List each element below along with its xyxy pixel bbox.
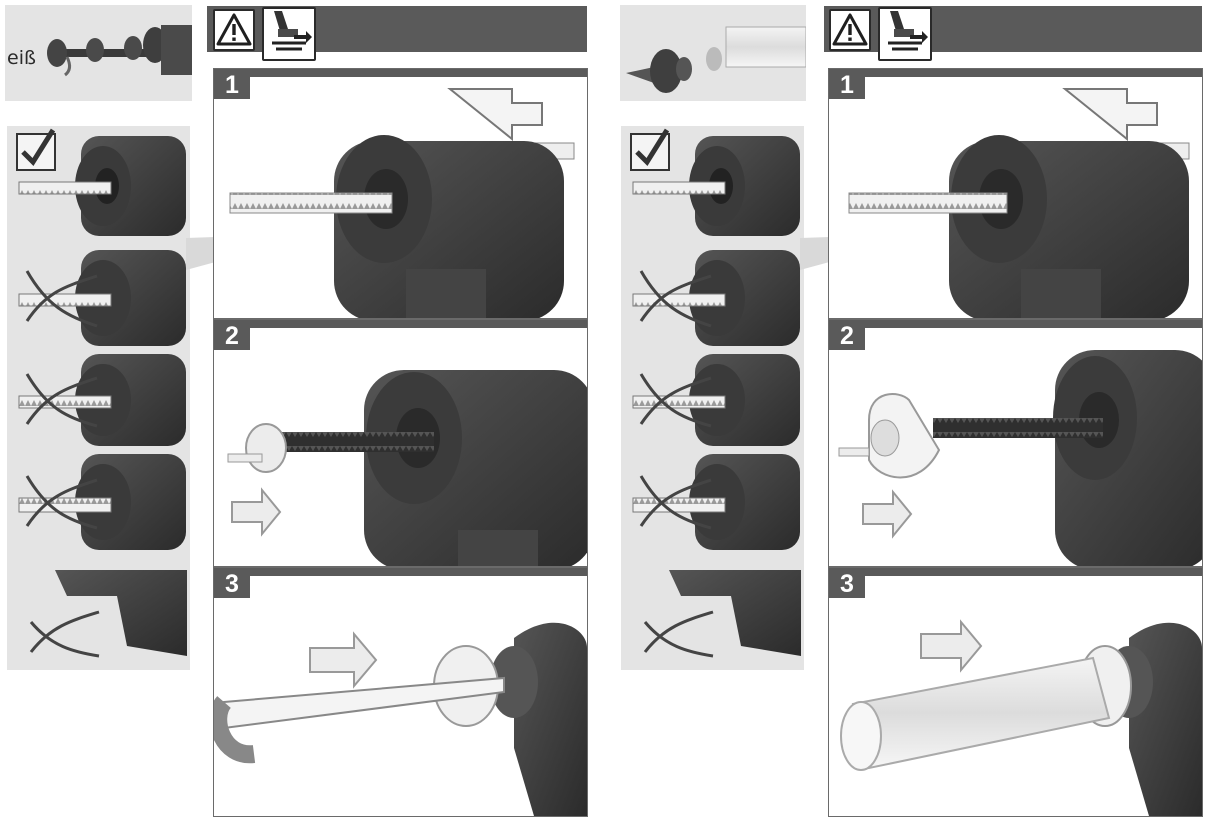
accessory-thumbnail: eiß [5, 5, 192, 101]
step-1-illustration [229, 88, 575, 318]
rack-orientation-examples [630, 128, 801, 658]
step-top-bar [214, 320, 587, 328]
step-2-illustration [838, 350, 1202, 566]
rack-orientation-examples [16, 128, 187, 658]
step-top-bar [829, 568, 1202, 576]
checkbox-checked-icon [630, 128, 670, 171]
step-panel-1: 1 [213, 68, 588, 319]
step-3-illustration [840, 619, 1202, 816]
step-panel-1: 1 [828, 68, 1203, 319]
step-top-bar [214, 69, 587, 77]
fragment-text: eiß [7, 47, 36, 69]
rack-orientation-sidebar [621, 126, 804, 670]
step-panel-3: 3 [213, 567, 588, 817]
rack-orientation-sidebar [7, 126, 190, 670]
warning-triangle-icon [213, 9, 255, 51]
step-panel-2: 2 [213, 319, 588, 567]
step-2-illustration [227, 370, 587, 566]
step-top-bar [214, 568, 587, 576]
unlock-lever-icon [262, 7, 316, 61]
step-number: 2 [214, 320, 250, 350]
step-3-illustration [214, 622, 587, 816]
cartridge-holder-thumbnail-illustration [47, 25, 192, 77]
step-number: 1 [829, 69, 865, 99]
unlock-lever-icon [878, 7, 932, 61]
checkbox-checked-icon [16, 128, 56, 171]
step-panel-3: 3 [828, 567, 1203, 817]
step-top-bar [829, 69, 1202, 77]
step-number: 1 [214, 69, 250, 99]
warning-triangle-icon [829, 9, 871, 51]
step-top-bar [829, 320, 1202, 328]
step-number: 3 [214, 568, 250, 598]
accessory-thumbnail [620, 5, 806, 101]
step-number: 2 [829, 320, 865, 350]
nozzle-tube-thumbnail-illustration [626, 26, 806, 93]
step-panel-2: 2 [828, 319, 1203, 567]
step-1-illustration [848, 88, 1190, 318]
step-number: 3 [829, 568, 865, 598]
